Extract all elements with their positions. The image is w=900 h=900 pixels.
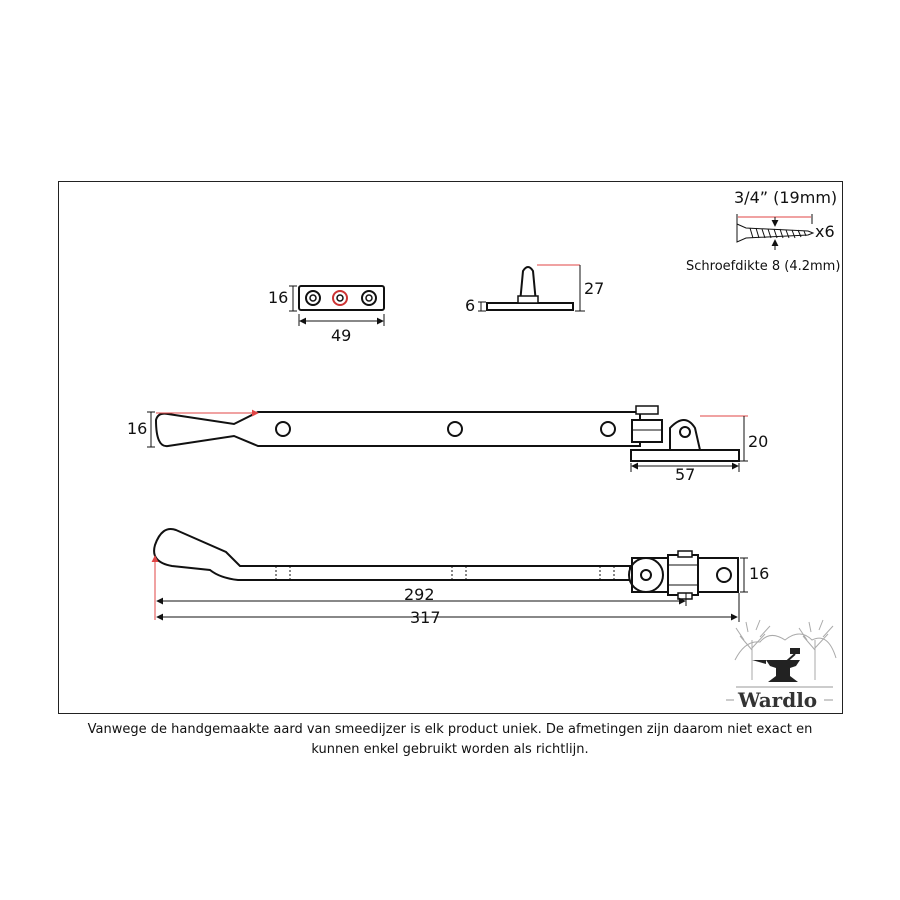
side-bracket-height: 20 — [748, 432, 768, 451]
anvil-icon — [752, 648, 800, 682]
top-bracket-width: 16 — [749, 564, 769, 583]
keep-plate-height: 16 — [268, 288, 288, 307]
pin-stay-base-height: 6 — [465, 296, 475, 315]
disclaimer-line-2: kunnen enkel gebruikt worden als richtli… — [311, 742, 589, 757]
pin-stay-height: 27 — [584, 279, 604, 298]
stay-top-view: 16 292 317 — [151, 528, 769, 627]
pin-stay: 27 6 — [465, 264, 604, 315]
logo-brand-name: Wardlo — [737, 688, 817, 712]
side-arm-height: 16 — [127, 419, 147, 438]
stay-side-view: 16 20 57 — [127, 405, 768, 484]
screw-quantity: x6 — [815, 222, 835, 241]
keep-plate: 16 49 — [268, 285, 385, 345]
top-arm-length: 292 — [404, 585, 435, 604]
drawing-frame — [58, 181, 843, 714]
disclaimer-line-1: Vanwege de handgemaakte aard van smeedij… — [87, 722, 813, 737]
screw-illustration: 3/4” (19mm) x6 Schroefdikte 8 (4.2mm) — [686, 188, 840, 274]
top-total-length: 317 — [410, 608, 441, 627]
wardlo-logo: Wardlo — [726, 619, 837, 712]
keep-plate-width: 49 — [331, 326, 351, 345]
screw-length-label: 3/4” (19mm) — [734, 188, 837, 207]
disclaimer: Vanwege de handgemaakte aard van smeedij… — [60, 720, 840, 760]
side-bracket-length: 57 — [675, 465, 695, 484]
screw-gauge-label: Schroefdikte 8 (4.2mm) — [686, 259, 840, 274]
